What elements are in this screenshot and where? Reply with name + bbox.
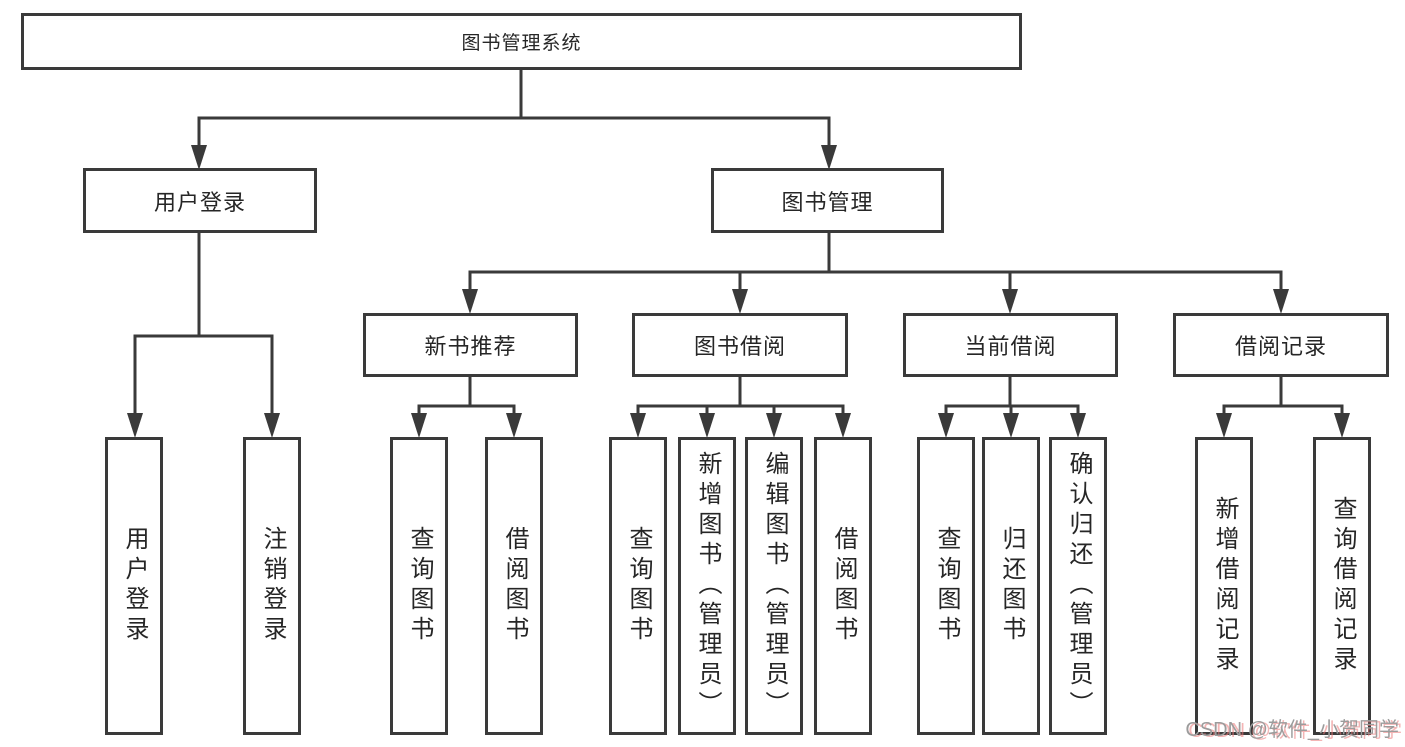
- leaf-query-books: 查询图书: [390, 437, 448, 735]
- node-book-management: 图书管理: [711, 168, 944, 233]
- node-borrow-record-label: 借阅记录: [1234, 334, 1327, 359]
- node-user-login: 用户登录: [83, 168, 317, 233]
- node-book-borrow: 图书借阅: [632, 313, 848, 377]
- node-root-label: 图书管理系统: [461, 33, 582, 54]
- watermark: CSDN @软件_小贺同学: [1185, 719, 1399, 741]
- node-current-borrow-label: 当前借阅: [964, 334, 1057, 359]
- leaf-logout: 注销登录: [243, 437, 301, 735]
- leaf-query-borrow-record: 查询借阅记录: [1313, 437, 1371, 735]
- node-user-login-label: 用户登录: [153, 189, 246, 215]
- node-book-management-label: 图书管理: [781, 189, 874, 215]
- leaf-return-book: 归还图书: [982, 437, 1040, 735]
- arrowheads: [127, 145, 1350, 438]
- node-current-borrow: 当前借阅: [903, 313, 1118, 377]
- leaf-user-login: 用户登录: [105, 437, 163, 735]
- node-new-book-recommend-label: 新书推荐: [424, 334, 517, 359]
- leaf-borrow-book: 借阅图书: [814, 437, 872, 735]
- leaf-confirm-return-admin: 确认归还（管理员）: [1049, 437, 1107, 735]
- node-root: 图书管理系统: [21, 13, 1022, 70]
- node-new-book-recommend: 新书推荐: [363, 313, 578, 377]
- leaf-add-borrow-record: 新增借阅记录: [1195, 437, 1253, 735]
- leaf-add-book-admin: 新增图书（管理员）: [678, 437, 736, 735]
- leaf-query-books: 查询图书: [609, 437, 667, 735]
- leaf-edit-book-admin: 编辑图书（管理员）: [745, 437, 803, 735]
- node-book-borrow-label: 图书借阅: [693, 334, 786, 359]
- node-borrow-record: 借阅记录: [1173, 313, 1389, 377]
- leaf-query-books: 查询图书: [917, 437, 975, 735]
- leaf-borrow-book: 借阅图书: [485, 437, 543, 735]
